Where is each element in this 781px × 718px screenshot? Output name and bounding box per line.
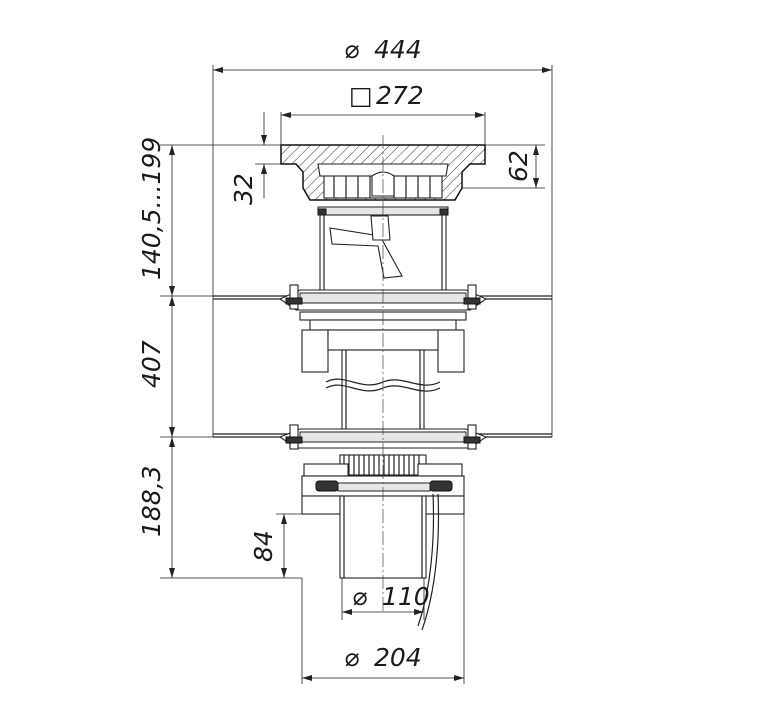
grate-assembly <box>280 144 486 294</box>
dimension-lines <box>160 67 552 684</box>
dim-pipe-diameter: 110 <box>382 582 430 611</box>
diameter-symbol: ⌀ <box>344 643 359 672</box>
diameter-symbol: ⌀ <box>352 582 367 611</box>
dimension-labels: ⌀ 444 □ 272 140,5...199 32 62 407 188,3 … <box>137 35 533 672</box>
diameter-symbol: ⌀ <box>344 35 359 64</box>
dim-grate-height: 62 <box>504 150 533 182</box>
dim-lower-height: 188,3 <box>137 465 166 537</box>
dim-grate-offset: 32 <box>229 173 258 205</box>
square-symbol: □ <box>349 81 373 110</box>
dim-grate-size: 272 <box>376 81 424 110</box>
dim-height-adjust: 140,5...199 <box>137 137 166 280</box>
dim-spigot-length: 84 <box>249 530 278 562</box>
dim-body-height: 407 <box>137 340 166 388</box>
dim-flange-diameter: 204 <box>374 643 422 672</box>
dim-outer-diameter: 444 <box>374 35 422 64</box>
